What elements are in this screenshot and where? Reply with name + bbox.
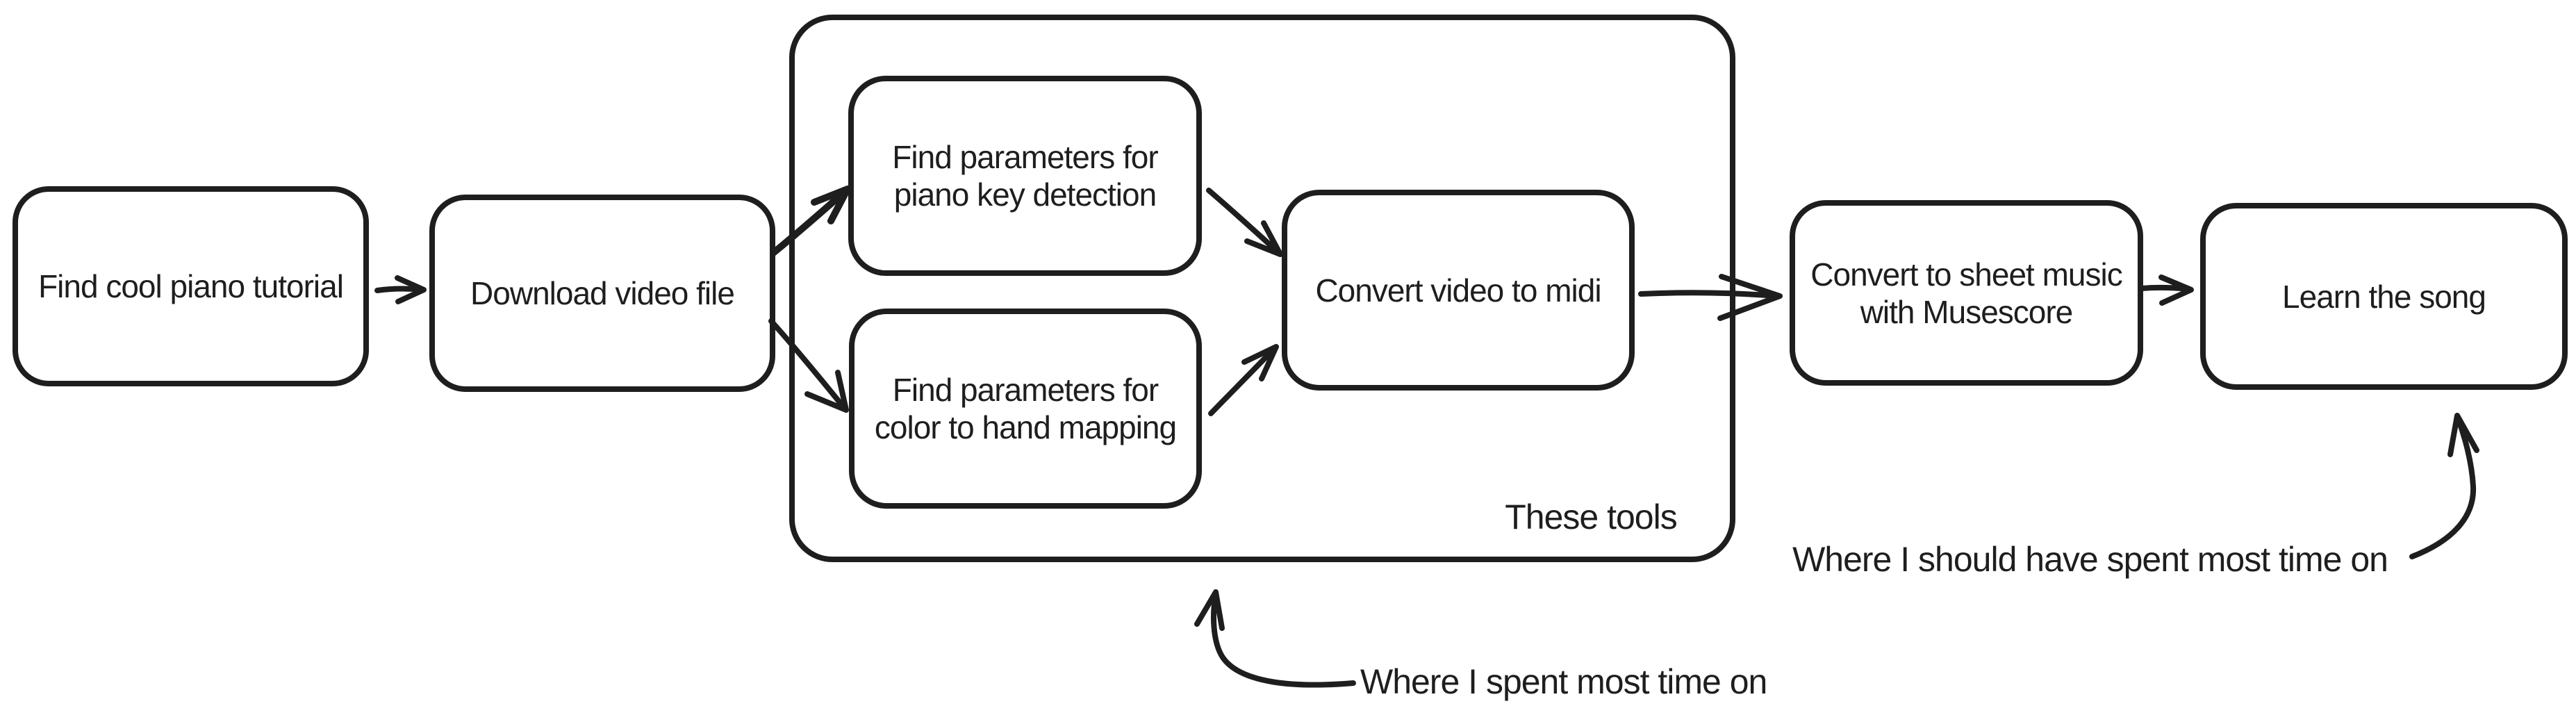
arrow-convert-sheet-to-learn-song: [2139, 274, 2194, 306]
arrow-params-color-hand-to-convert-midi: [1208, 344, 1279, 416]
node-label-convert-midi: Convert video to midi: [1315, 272, 1601, 309]
arrow-params-piano-key-to-convert-midi: [1206, 188, 1283, 257]
node-convert-midi-box: [1282, 190, 1635, 391]
arrow-download-to-params-piano-key: [770, 186, 851, 256]
annotation-spent-most-time: Where I spent most time on: [1360, 662, 1767, 701]
node-label-find-tutorial: Find cool piano tutorial: [38, 268, 344, 304]
node-learn-song-box: [2200, 203, 2568, 390]
arrow-convert-midi-to-convert-sheet: [1638, 274, 1783, 321]
node-label-params-color-hand: Find parameters for color to hand mappin…: [874, 372, 1177, 445]
group-label-these-tools: These tools: [1505, 498, 1677, 536]
node-label-convert-sheet: Convert to sheet music with Musescore: [1810, 256, 2122, 330]
node-find-tutorial-box: [13, 186, 369, 386]
node-params-color-hand-box: [849, 309, 1202, 509]
node-label-download-video: Download video file: [470, 275, 735, 311]
arrow-annotation-spent-to-group: [1194, 589, 1356, 688]
annotation-should-have-spent-most-time: Where I should have spent most time on: [1792, 540, 2388, 579]
node-label-params-piano-key: Find parameters for piano key detection: [892, 139, 1158, 213]
arrow-download-to-params-color-hand: [768, 318, 849, 413]
node-params-piano-key-box: [848, 76, 1202, 276]
arrow-annotation-should-to-learn-song: [2409, 413, 2479, 559]
node-convert-sheet-box: [1790, 200, 2143, 386]
node-label-learn-song: Learn the song: [2282, 278, 2486, 315]
node-download-video-box: [429, 195, 775, 392]
arrow-find-tutorial-to-download: [374, 275, 427, 304]
